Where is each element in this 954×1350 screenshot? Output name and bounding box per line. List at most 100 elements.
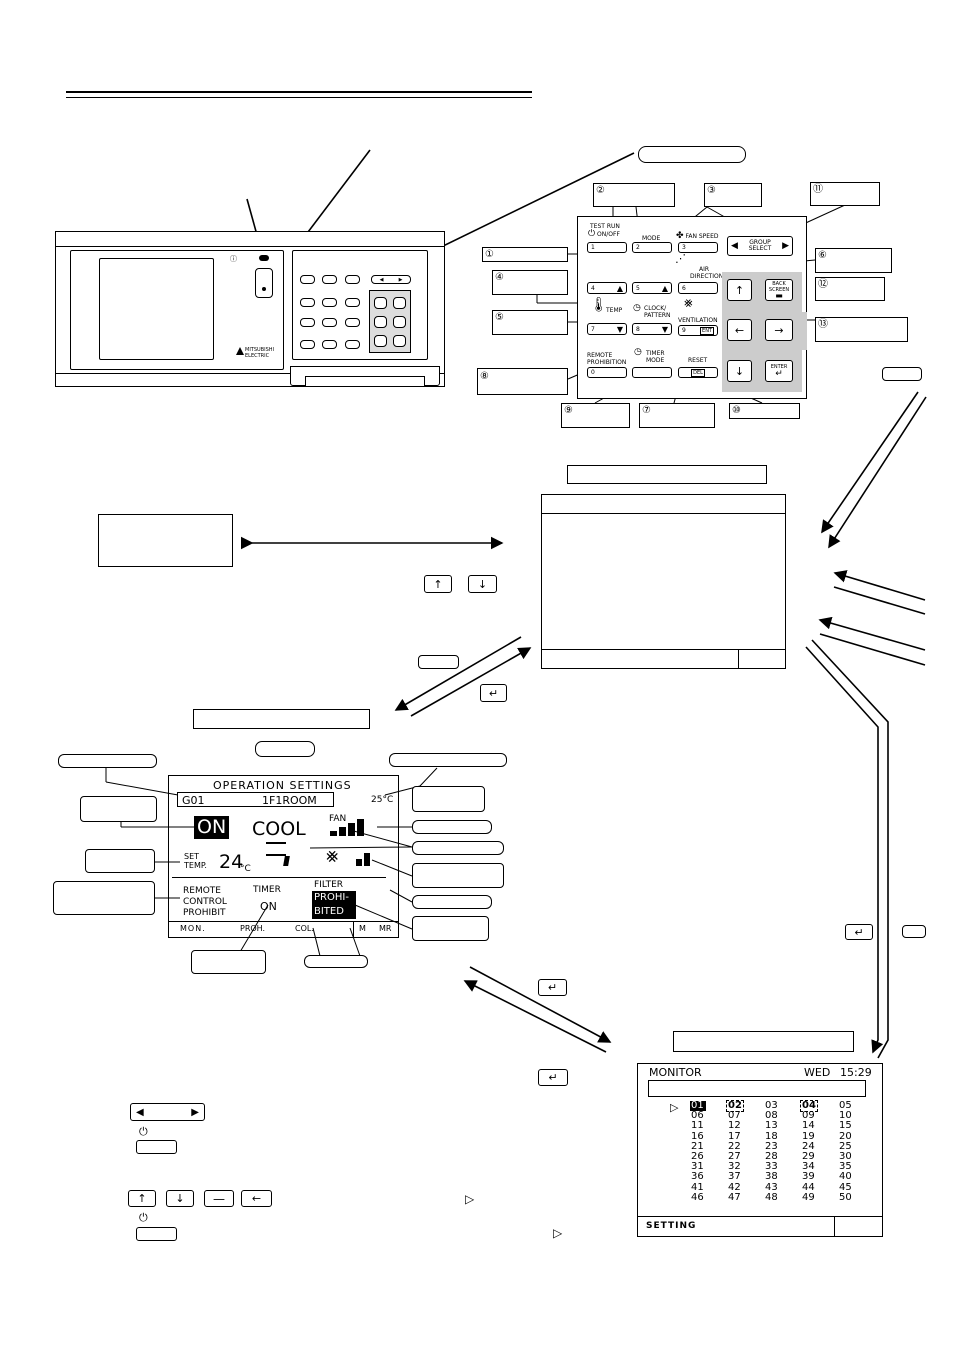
key-0-remote-prohibition[interactable]: 0 (587, 367, 627, 378)
monitor-group-cell[interactable]: 46 (691, 1191, 704, 1203)
mini-key-8[interactable] (322, 318, 337, 327)
monitor-group-cell[interactable]: 50 (839, 1191, 852, 1203)
monitor-group-cell[interactable]: 40 (839, 1171, 852, 1183)
monitor-group-cell[interactable]: 36 (691, 1171, 704, 1183)
key-5-clock-up[interactable]: 5▲ (632, 282, 672, 294)
monitor-group-cell[interactable]: 12 (728, 1120, 741, 1132)
key-3[interactable]: 3 (678, 242, 718, 253)
left-tri-icon: ◀ (136, 1106, 144, 1118)
mini-key-3[interactable] (345, 275, 360, 284)
monitor-group-cell[interactable]: 48 (765, 1191, 778, 1203)
mini-key-del[interactable] (345, 340, 360, 349)
monitor-group-cell[interactable]: 08 (765, 1110, 778, 1122)
key-4-temp-up[interactable]: 4▲ (587, 282, 627, 294)
reset-del-button[interactable]: DEL (678, 367, 718, 378)
monitor-group-cell[interactable]: 19 (802, 1130, 815, 1142)
key-8-clock-down[interactable]: 8▼ (632, 323, 672, 335)
monitor-group-cell[interactable]: 20 (839, 1130, 852, 1142)
timer-mode-button[interactable] (632, 367, 672, 378)
monitor-group-cell[interactable]: 37 (728, 1171, 741, 1183)
monitor-group-cell[interactable]: 33 (765, 1161, 778, 1173)
mini-down[interactable] (374, 335, 387, 347)
monitor-group-cell[interactable]: 35 (839, 1161, 852, 1173)
mini-key-5[interactable] (322, 298, 337, 307)
monitor-group-cell[interactable]: 04 (800, 1099, 818, 1113)
monitor-group-cell[interactable]: 43 (765, 1181, 778, 1193)
key-2[interactable]: 2 (632, 242, 672, 253)
mini-enter[interactable] (393, 335, 406, 347)
monitor-group-cell[interactable]: 13 (765, 1120, 778, 1132)
remote-onoff-button[interactable] (255, 268, 273, 298)
mini-key-4[interactable] (300, 298, 315, 307)
monitor-group-cell[interactable]: 17 (728, 1130, 741, 1142)
left-arrow-button[interactable]: ← (727, 319, 752, 341)
monitor-group-cell[interactable]: 45 (839, 1181, 852, 1193)
mini-key-6[interactable] (345, 298, 360, 307)
thermometer-icon: 🌡 (590, 297, 608, 313)
monitor-group-cell[interactable]: 01 (690, 1100, 706, 1112)
key-1[interactable]: 1 (587, 242, 627, 253)
monitor-group-cell[interactable]: 44 (802, 1181, 815, 1193)
onoff-text: ON/OFF (597, 231, 620, 238)
group-select-button[interactable]: ◀GROUP SELECT▶ (727, 236, 793, 256)
monitor-group-cell[interactable]: 49 (802, 1191, 815, 1203)
key-7-temp-down[interactable]: 7▼ (587, 323, 627, 335)
monitor-group-cell[interactable]: 28 (765, 1150, 778, 1162)
mini-key-0[interactable] (300, 340, 315, 349)
monitor-group-cell[interactable]: 27 (728, 1150, 741, 1162)
mini-key-1[interactable] (300, 275, 315, 284)
monitor-group-cell[interactable]: 21 (691, 1140, 704, 1152)
down-arrow-button[interactable]: ↓ (727, 360, 752, 382)
mini-left[interactable] (374, 316, 387, 328)
monitor-group-cell[interactable]: 11 (691, 1120, 704, 1132)
monitor-group-cell[interactable]: 03 (765, 1100, 778, 1111)
group-select-key-icon: ◀▶ (130, 1103, 205, 1121)
monitor-group-cell[interactable]: 41 (691, 1181, 704, 1193)
down-key-icon-2: ↓ (166, 1190, 194, 1207)
power-mark-2: ⏻ (139, 1211, 148, 1224)
mini-up[interactable] (374, 297, 387, 309)
monitor-group-cell[interactable]: 26 (691, 1150, 704, 1162)
mini-key-9[interactable] (345, 318, 360, 327)
monitor-group-cell[interactable]: 23 (765, 1140, 778, 1152)
monitor-group-cell[interactable]: 15 (839, 1120, 852, 1132)
monitor-group-cell[interactable]: 29 (802, 1150, 815, 1162)
monitor-group-cell[interactable]: 07 (728, 1110, 741, 1122)
mini-right[interactable] (393, 316, 406, 328)
bottom-mon: MON. (180, 924, 206, 933)
monitor-group-cell[interactable]: 02 (726, 1099, 744, 1113)
monitor-group-cell[interactable]: 25 (839, 1140, 852, 1152)
monitor-group-cell[interactable]: 09 (802, 1110, 815, 1122)
mini-back[interactable] (393, 297, 406, 309)
mini-key-2[interactable] (322, 275, 337, 284)
monitor-group-cell[interactable]: 32 (728, 1161, 741, 1173)
monitor-group-cell[interactable]: 14 (802, 1120, 815, 1132)
ventilation-icon: ⨳ (684, 295, 693, 311)
monitor-group-cell[interactable]: 06 (691, 1110, 704, 1122)
monitor-group-cell[interactable]: 24 (802, 1140, 815, 1152)
monitor-group-cell[interactable]: 22 (728, 1140, 741, 1152)
mini-key-timer[interactable] (322, 340, 337, 349)
monitor-group-cell[interactable]: 47 (728, 1191, 741, 1203)
monitor-group-cell[interactable]: 31 (691, 1161, 704, 1173)
monitor-group-cell[interactable]: 34 (802, 1161, 815, 1173)
monitor-group-cell[interactable]: 18 (765, 1130, 778, 1142)
mini-group-select[interactable]: ◀▶ (371, 275, 411, 284)
monitor-group-cell[interactable]: 16 (691, 1130, 704, 1142)
mode-label: MODE (642, 235, 661, 242)
monitor-group-cell[interactable]: 05 (839, 1100, 852, 1111)
right-arrow-button[interactable]: → (765, 319, 793, 341)
monitor-group-cell[interactable]: 42 (728, 1181, 741, 1193)
mini-key-7[interactable] (300, 318, 315, 327)
monitor-group-cell[interactable]: 38 (765, 1171, 778, 1183)
callout-bottom-modes (304, 955, 368, 968)
monitor-group-cell[interactable]: 39 (802, 1171, 815, 1183)
back-screen-button[interactable]: BACK SCREEN▬ (765, 279, 793, 301)
callout-onoff (80, 796, 157, 822)
monitor-group-cell[interactable]: 10 (839, 1110, 852, 1122)
enter-button[interactable]: ENTER↵ (765, 360, 793, 382)
key-6[interactable]: 6 (678, 282, 718, 294)
monitor-group-cell[interactable]: 30 (839, 1150, 852, 1162)
up-arrow-button[interactable]: ↑ (727, 279, 752, 301)
